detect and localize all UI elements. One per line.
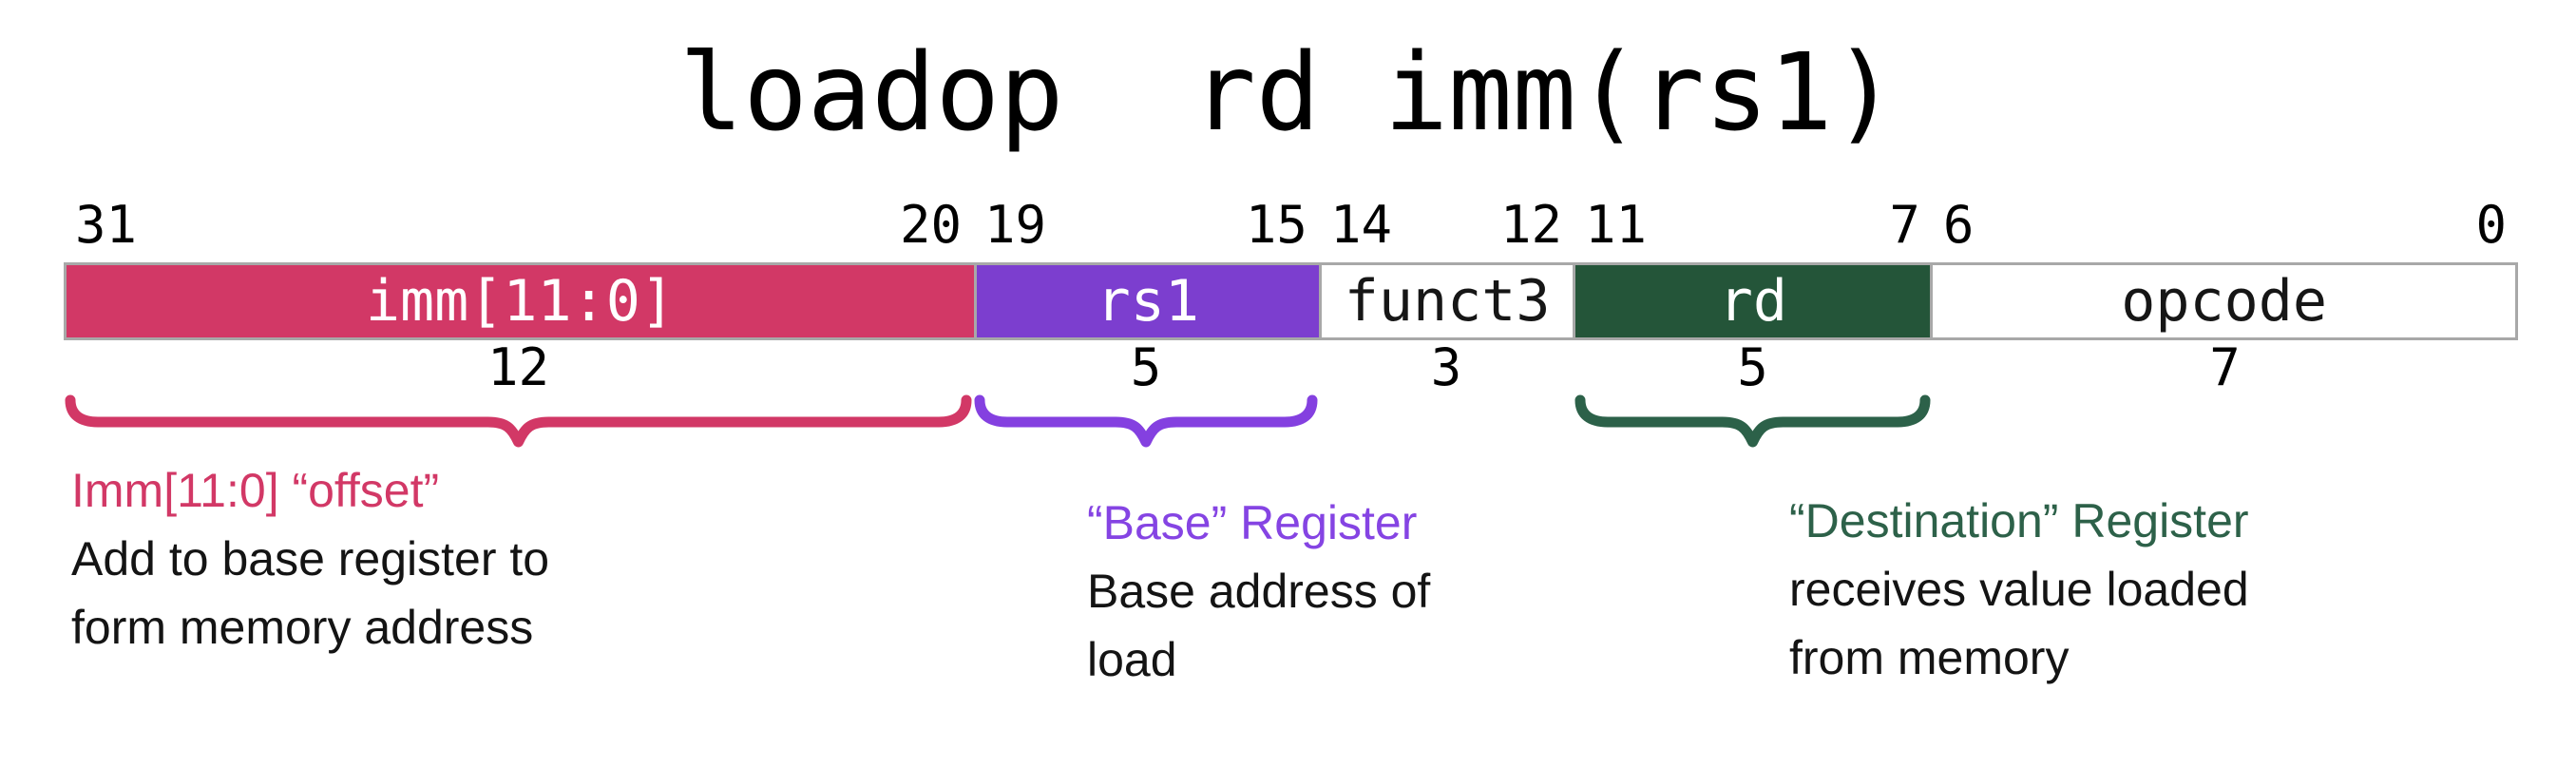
underbrace-rd [1574, 394, 1931, 448]
width-label-opcode: 7 [2209, 337, 2241, 397]
instruction-syntax-title: loadop rd imm(rs1) [678, 31, 1898, 155]
field-box-imm[11:0]: imm[11:0] [67, 265, 974, 337]
annotation-line: Add to base register to [71, 532, 550, 586]
underbrace-rs1 [974, 394, 1318, 448]
width-label-funct3: 3 [1430, 337, 1462, 397]
field-label: funct3 [1344, 268, 1551, 335]
braces-layer [64, 394, 2518, 449]
field-label: rs1 [1096, 268, 1199, 335]
bit-lo-label: 0 [2475, 195, 2507, 255]
annotation-line: Base address of [1087, 565, 1431, 618]
width-label-rd: 5 [1737, 337, 1768, 397]
annotation-line: receives value loaded [1789, 563, 2249, 616]
field-box-opcode: opcode [1930, 265, 2515, 337]
width-label-rs1: 5 [1130, 337, 1162, 397]
underbrace-imm[11:0] [65, 394, 972, 448]
field-boxes-row: imm[11:0] rs1 funct3 rd opcode [64, 262, 2518, 340]
bit-hi-label: 6 [1942, 195, 1975, 255]
bit-hi-label: 14 [1329, 195, 1392, 255]
bit-lo-label: 20 [899, 195, 962, 255]
field-label: imm[11:0] [365, 268, 675, 335]
annotation-heading: “Destination” Register [1789, 494, 2249, 547]
width-label-imm[11:0]: 12 [487, 337, 550, 397]
annotation-line: form memory address [71, 601, 534, 654]
bit-lo-label: 12 [1500, 195, 1563, 255]
field-box-rd: rd [1573, 265, 1931, 337]
bit-hi-label: 19 [984, 195, 1047, 255]
annotation-block: Imm[11:0] “offset” Add to base register t… [71, 456, 549, 662]
bit-lo-label: 7 [1889, 195, 1920, 255]
annotation-heading: “Base” Register [1087, 496, 1418, 549]
annotation-block: “Destination” Register receives value loa… [1789, 487, 2249, 692]
field-label: opcode [2121, 268, 2327, 335]
field-box-funct3: funct3 [1318, 265, 1574, 337]
bit-lo-label: 15 [1245, 195, 1307, 255]
bit-hi-label: 31 [75, 195, 138, 255]
annotation-line: load [1087, 633, 1177, 686]
bit-hi-label: 11 [1585, 195, 1648, 255]
annotation-heading: Imm[11:0] “offset” [71, 464, 440, 517]
field-label: rd [1718, 268, 1787, 335]
field-box-rs1: rs1 [973, 265, 1319, 337]
annotation-line: from memory [1789, 631, 2070, 684]
